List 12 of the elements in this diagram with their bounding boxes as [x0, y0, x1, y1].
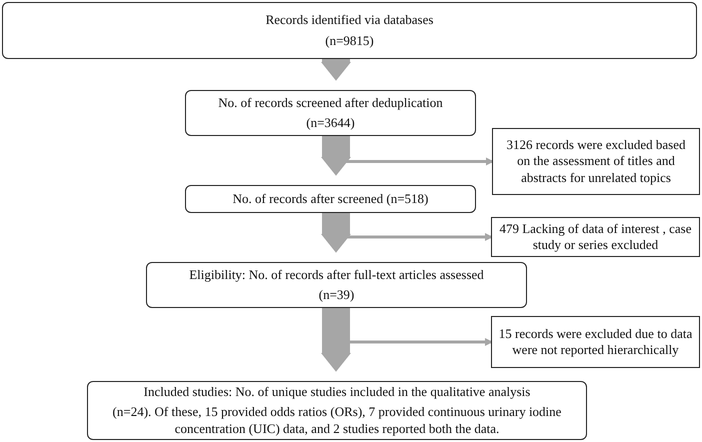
- block-arrow: [321, 136, 351, 176]
- block-arrow: [321, 308, 351, 372]
- process-box: Included studies: No. of unique studies included in the qualitative analysis (n=24). Of these, 15 provided odds ratios (ORs), 7 provided continuous urinary iodine concentration (UIC) data, and 2 studies reported both the data.: [87, 381, 587, 440]
- process-box: Eligibility: No. of records after full-text articles assessed (n=39): [146, 262, 527, 308]
- block-arrow: [321, 59, 351, 81]
- exclusion-box: 3126 records were excluded based on the assessment of titles and abstracts for unrelated topics: [492, 128, 700, 195]
- exclusion-box: 15 records were excluded due to data were not reported hierarchically: [491, 316, 700, 368]
- process-box: Records identified via databases (n=9815): [2, 2, 697, 59]
- process-box: No. of records screened after deduplication (n=3644): [185, 90, 476, 136]
- exclusion-box: 479 Lacking of data of interest , case study or series excluded: [491, 217, 700, 257]
- block-arrow: [321, 213, 351, 253]
- process-box: No. of records after screened (n=518): [185, 185, 476, 213]
